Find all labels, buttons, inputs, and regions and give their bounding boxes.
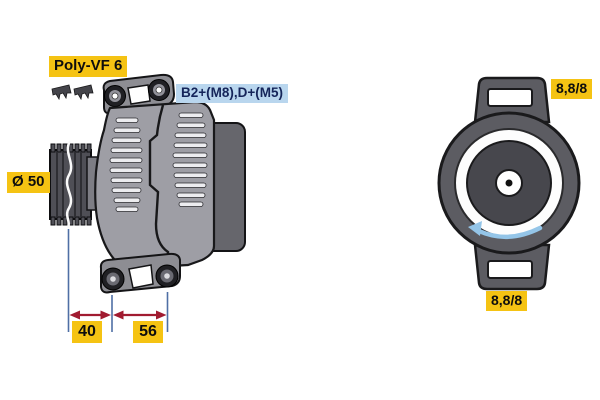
mounting-bracket-bottom [99, 252, 181, 294]
lug-slot [487, 260, 533, 279]
bracket-hole [127, 84, 151, 105]
bushing [104, 85, 126, 107]
pulley-grooves [56, 152, 82, 217]
pulley [49, 140, 103, 229]
terminal-label: B2+(M8),D+(M5) [176, 84, 289, 103]
vent-slots-front [109, 117, 143, 212]
belt-profile-icon [51, 84, 72, 101]
pulley-ribs-top [50, 143, 92, 153]
dimension-extension-lines [67, 229, 169, 332]
housing-parting-line [148, 104, 170, 266]
dimension-40-label: 40 [72, 321, 102, 343]
dimension-arrow-56 [113, 310, 167, 320]
lug-slot [487, 88, 533, 107]
mounting-lug-top [473, 76, 551, 124]
bushing [101, 267, 125, 291]
bushing [148, 79, 170, 101]
bolt-spec-label-bottom: 8,8/8 [486, 291, 528, 311]
vent-slots-rear [172, 112, 208, 207]
rotation-arrow-icon [468, 221, 543, 240]
mounting-lug-bottom [473, 243, 551, 291]
shaft-center [505, 179, 513, 187]
bracket-hole [128, 264, 154, 289]
alternator-side-view [49, 73, 246, 332]
pulley-ribs-bottom [50, 216, 92, 226]
bolt-spec-label-top: 8,8/8 [551, 79, 593, 99]
dimension-56-label: 56 [133, 321, 163, 343]
pulley-diameter-label: Ø 50 [7, 172, 50, 193]
bushing [155, 264, 179, 288]
belt-profile-icon [73, 84, 94, 101]
dimension-arrow-40 [69, 310, 111, 320]
alternator-end-view [437, 76, 581, 291]
belt-type-label: Poly-VF 6 [49, 56, 128, 77]
break-line [65, 140, 73, 229]
